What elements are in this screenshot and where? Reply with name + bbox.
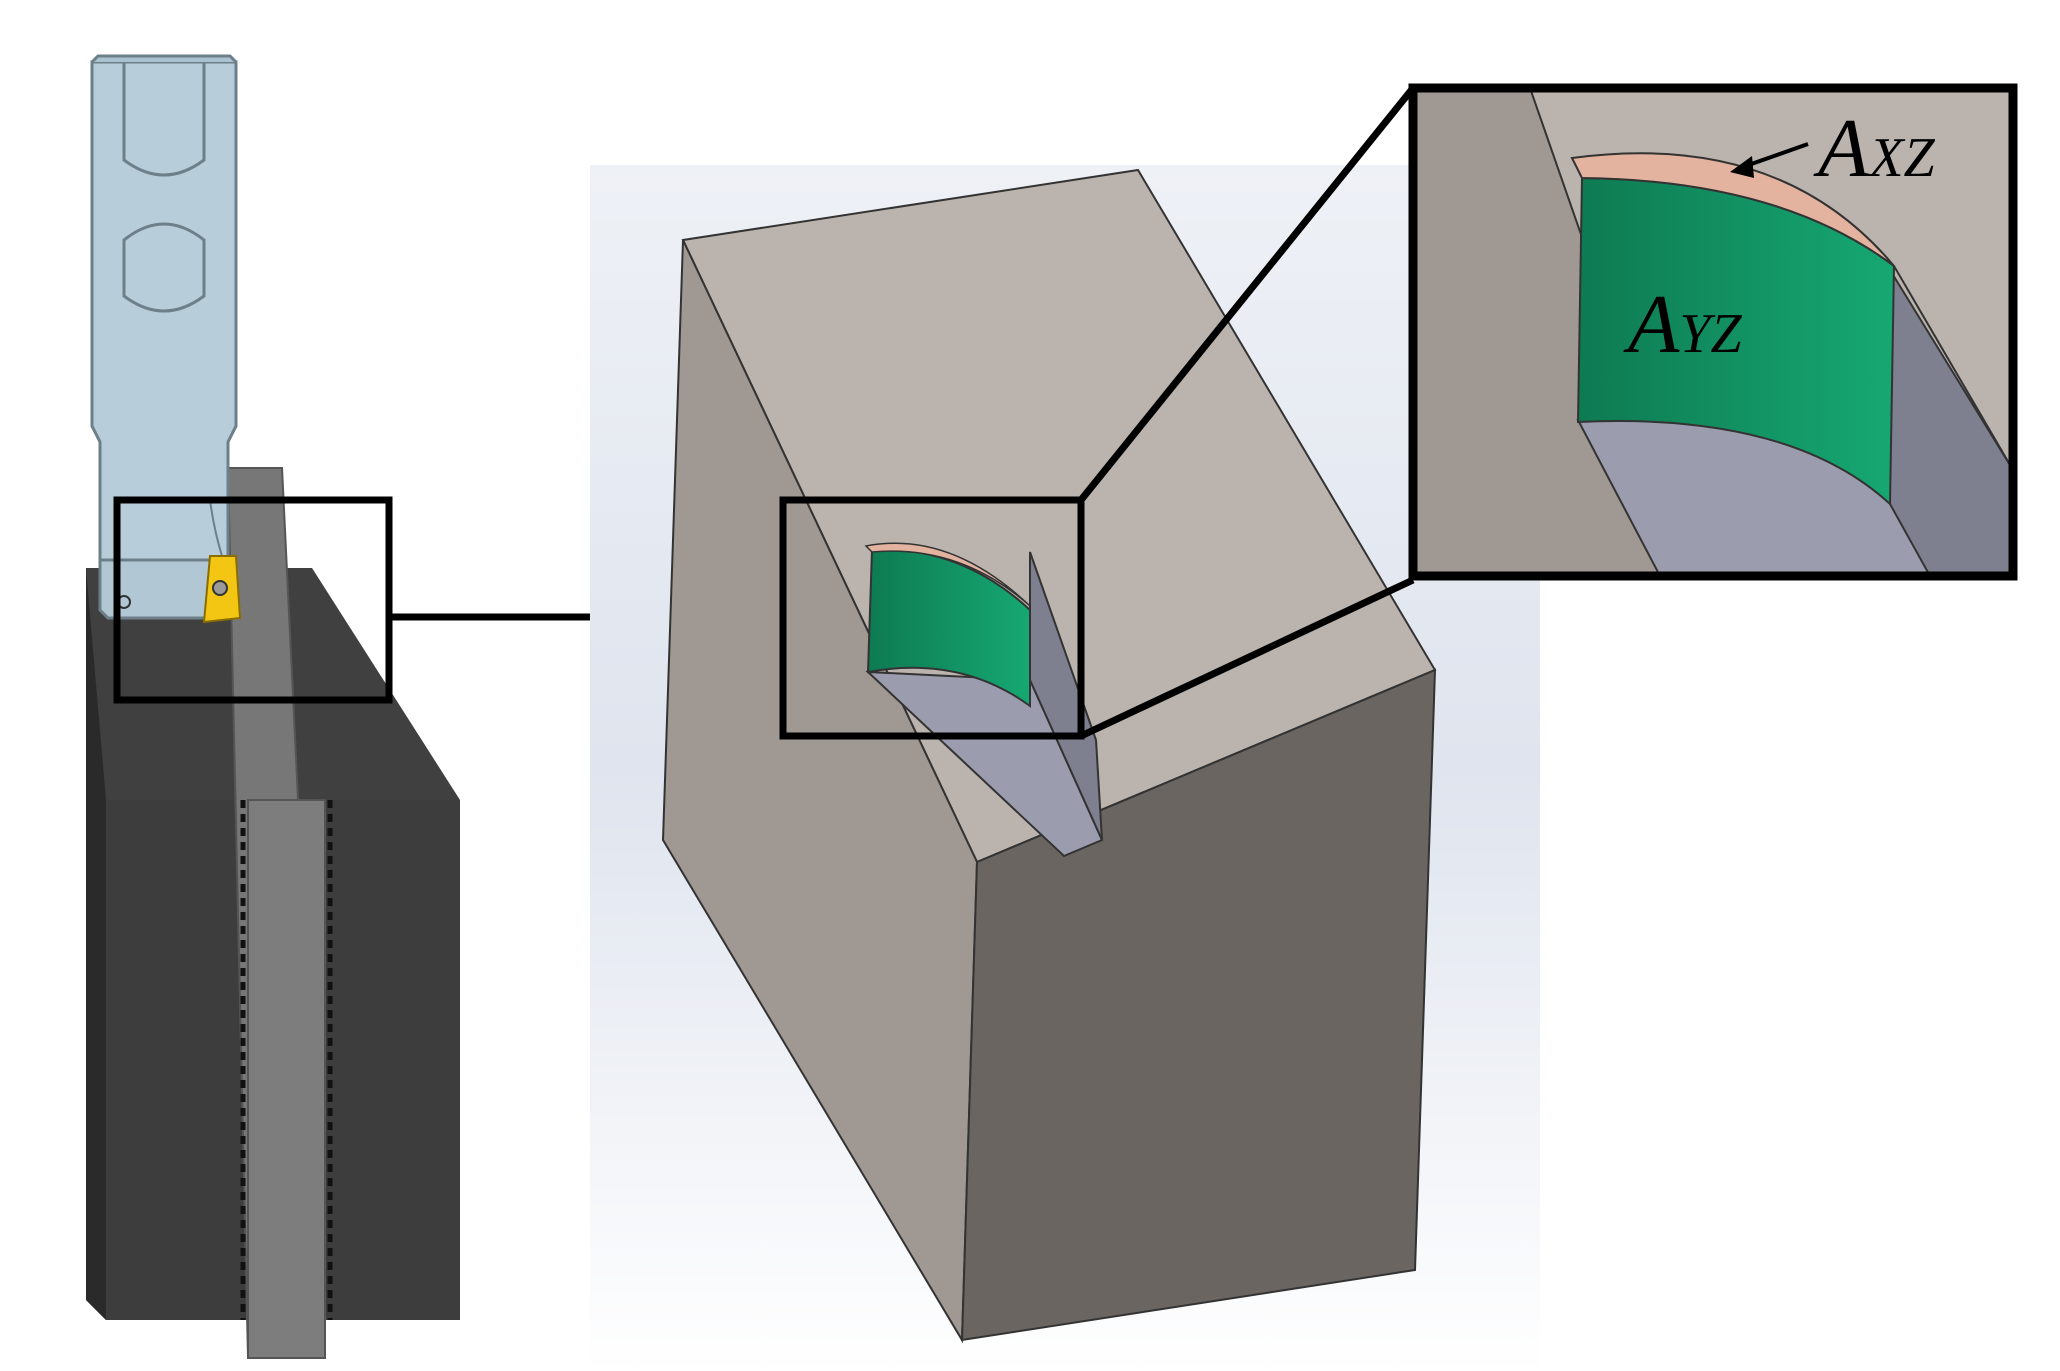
label-area-xz: AXZ <box>1813 102 1936 195</box>
label-area-yz: AYZ <box>1623 278 1742 371</box>
label-area-xz-sub: XZ <box>1867 127 1935 189</box>
connector-bottom <box>1079 576 1415 740</box>
label-area-xz-main: A <box>1813 102 1870 195</box>
guide-bar-front <box>247 799 326 1359</box>
magnified-inset <box>1413 88 2013 576</box>
machined-surface-xz <box>864 542 1031 607</box>
zoom-frame-tool <box>113 496 393 704</box>
zoom-frame-pocket <box>779 496 1085 740</box>
fixture-block-side <box>86 568 106 1320</box>
workpiece-block-icon <box>661 168 1437 1344</box>
label-arrow-xz <box>1730 142 1809 178</box>
label-area-yz-sub: YZ <box>1679 303 1742 365</box>
machined-pocket <box>864 542 1104 858</box>
label-area-yz-main: A <box>1623 278 1680 371</box>
connector-top <box>1078 85 1416 503</box>
cutting-insert-icon <box>202 555 242 624</box>
inset-frame <box>1408 83 2018 581</box>
fixture-assembly <box>86 467 460 1359</box>
